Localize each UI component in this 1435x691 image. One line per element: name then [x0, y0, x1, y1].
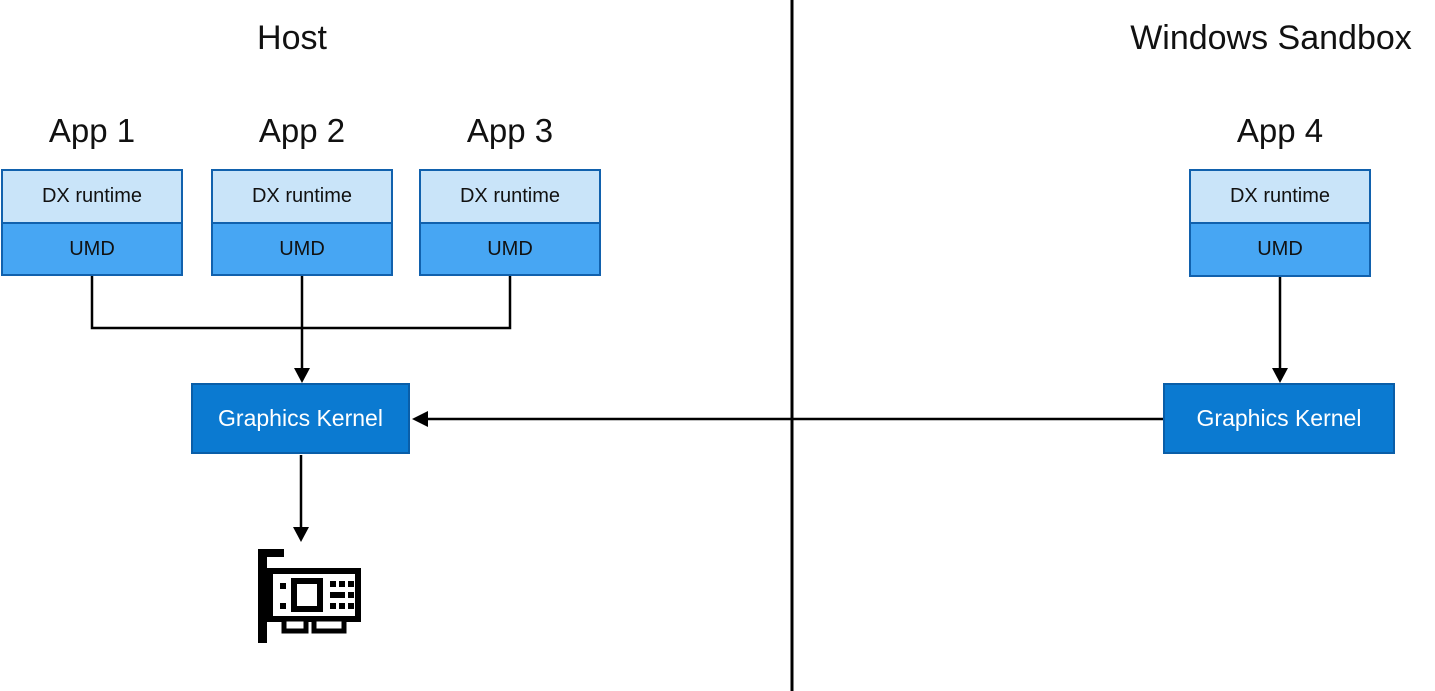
- app2-label: App 2: [258, 112, 346, 149]
- app4-umd-box: UMD: [1191, 222, 1369, 275]
- sandbox-graphics-kernel-box: Graphics Kernel: [1163, 383, 1395, 454]
- app1-label: App 1: [48, 112, 136, 149]
- app3-label: App 3: [466, 112, 554, 149]
- app3-dx-runtime-box: DX runtime: [421, 171, 599, 222]
- app2-dx-runtime-box: DX runtime: [213, 171, 391, 222]
- app4-dx-runtime-box: DX runtime: [1191, 171, 1369, 222]
- app1-umd-box: UMD: [3, 222, 181, 274]
- app3-umd-box: UMD: [421, 222, 599, 274]
- app1-stack: DX runtime UMD: [1, 169, 183, 276]
- host-graphics-kernel-box: Graphics Kernel: [191, 383, 410, 454]
- app4-to-kernel-arrowhead-icon: [1272, 368, 1288, 383]
- app3-stack: DX runtime UMD: [419, 169, 601, 276]
- app4-label: App 4: [1236, 112, 1324, 149]
- apps-join-connector-line: [90, 276, 512, 330]
- app4-stack: DX runtime UMD: [1189, 169, 1371, 277]
- host-section-title: Host: [257, 19, 327, 57]
- sandbox-to-host-kernel-arrowhead-icon: [412, 411, 428, 427]
- app2-stack: DX runtime UMD: [211, 169, 393, 276]
- gpu-icon: [258, 549, 361, 643]
- sandbox-section-title: Windows Sandbox: [1130, 19, 1412, 57]
- app1-dx-runtime-box: DX runtime: [3, 171, 181, 222]
- kernel-to-gpu-arrowhead-icon: [293, 527, 309, 542]
- app2-umd-box: UMD: [213, 222, 391, 274]
- apps-to-kernel-arrowhead-icon: [294, 368, 310, 383]
